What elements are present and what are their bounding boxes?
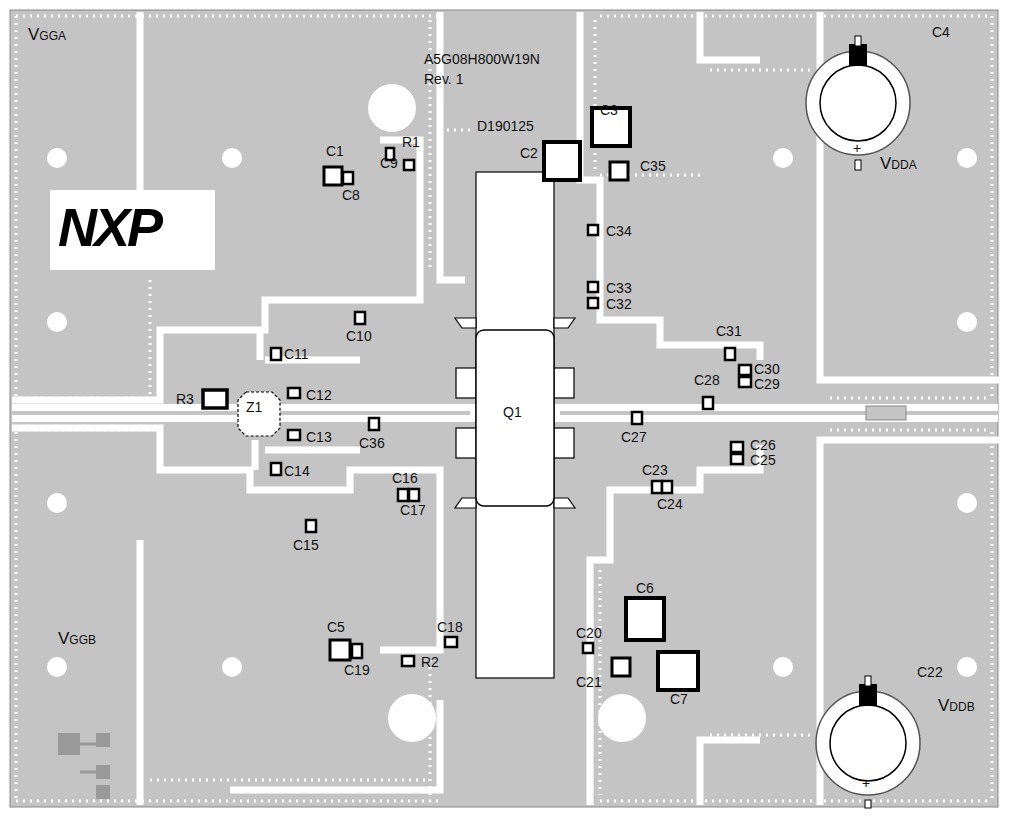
part-label: C23 — [642, 463, 668, 477]
part-label: Z1 — [246, 400, 262, 414]
part-label: R2 — [421, 655, 439, 669]
logo-box — [50, 190, 215, 270]
part-label: C14 — [284, 464, 310, 478]
logo-text: NXP — [58, 200, 160, 254]
part-label: C20 — [576, 626, 602, 640]
coupler-outline — [238, 392, 280, 436]
mounting-holes — [47, 84, 977, 742]
part-label: C32 — [606, 297, 632, 311]
part-label: C1 — [326, 144, 344, 158]
transistor-leads — [455, 318, 575, 508]
part-label: C24 — [657, 497, 683, 511]
supply-label: VDDB — [938, 697, 975, 714]
part-label: C9 — [380, 156, 398, 170]
part-label: C13 — [306, 430, 332, 444]
part-label: C21 — [576, 675, 602, 689]
part-label: + — [862, 776, 870, 790]
part-label: C31 — [716, 324, 742, 338]
part-label: C19 — [344, 663, 370, 677]
part-label: C22 — [917, 665, 943, 679]
supply-label: VDDA — [880, 155, 917, 172]
part-label: C25 — [750, 453, 776, 467]
part-label: A5G08H800W19N — [424, 52, 540, 66]
rf-output-line — [560, 411, 998, 415]
output-stub — [866, 406, 906, 420]
test-pads — [58, 733, 110, 799]
part-label: C17 — [400, 503, 426, 517]
part-label: C10 — [346, 329, 372, 343]
smd-parts — [203, 108, 751, 690]
trace-gaps — [12, 12, 1000, 805]
part-label: C12 — [306, 388, 332, 402]
part-label: C29 — [754, 377, 780, 391]
part-label: C11 — [284, 347, 309, 361]
part-label: Rev. 1 — [424, 72, 463, 86]
part-label: C7 — [670, 692, 688, 706]
supply-label: VGGB — [58, 630, 96, 647]
part-label: C30 — [754, 362, 780, 376]
part-label: C5 — [327, 620, 345, 634]
part-label: C35 — [640, 159, 666, 173]
part-label: + — [853, 141, 861, 155]
part-label: C4 — [932, 25, 950, 39]
part-label: C28 — [694, 373, 720, 387]
part-label: C26 — [750, 438, 776, 452]
transistor-body — [476, 330, 554, 506]
part-label: C34 — [606, 224, 632, 238]
part-label: C15 — [293, 538, 319, 552]
ground-plane — [10, 10, 998, 807]
supply-label: VGGA — [28, 26, 66, 43]
part-label: D190125 — [477, 119, 534, 133]
via-rows — [16, 16, 992, 801]
part-label: C8 — [342, 188, 360, 202]
transistor-flange — [476, 172, 554, 678]
part-label: C3 — [600, 103, 618, 117]
part-label: C2 — [520, 146, 538, 160]
electrolytic-capacitors — [806, 36, 920, 808]
part-label: C36 — [359, 436, 385, 450]
part-label: C6 — [636, 581, 654, 595]
part-label: C33 — [606, 281, 632, 295]
part-label: Q1 — [503, 405, 522, 419]
part-label: R1 — [402, 135, 420, 149]
part-label: C16 — [392, 471, 418, 485]
part-label: C18 — [437, 620, 463, 634]
part-label: R3 — [176, 392, 194, 406]
part-label: C27 — [621, 430, 647, 444]
